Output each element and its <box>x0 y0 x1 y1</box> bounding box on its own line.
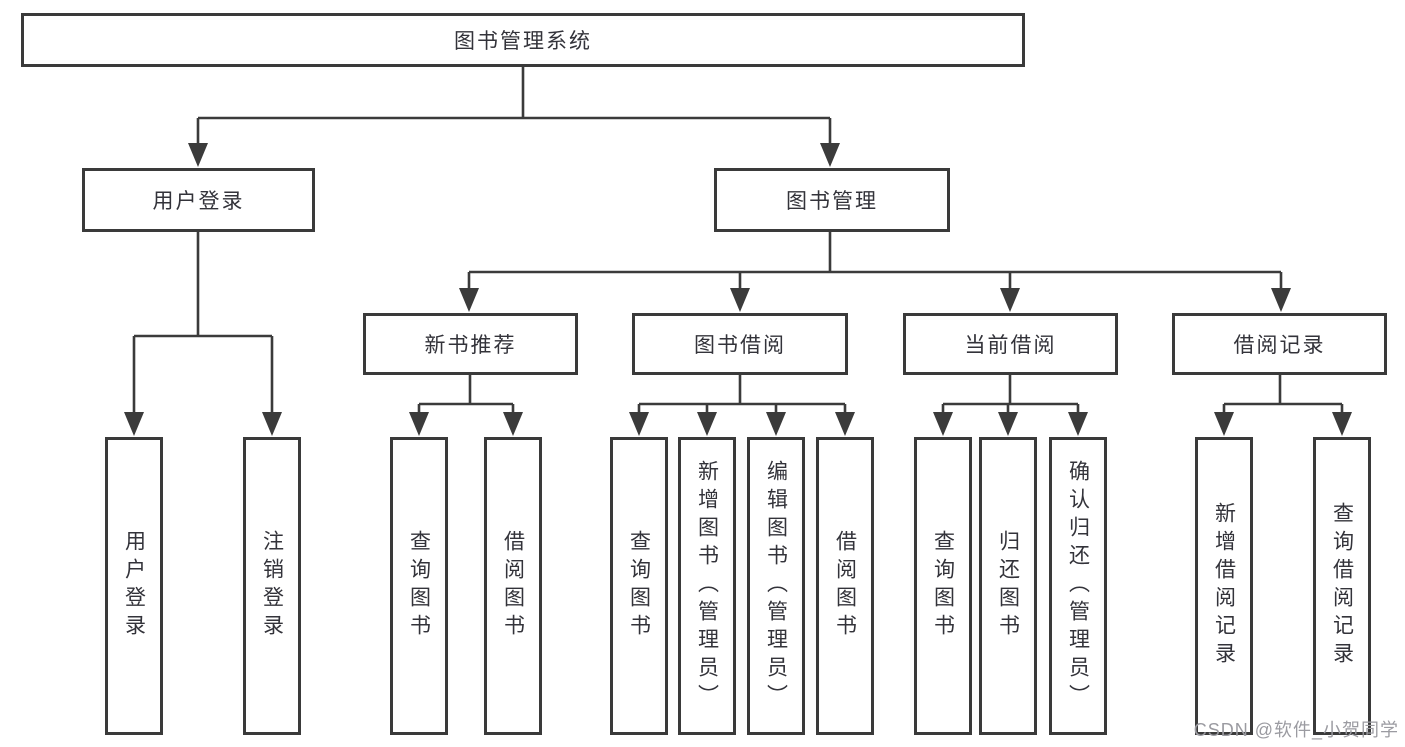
leaf-user-login: 用户登录 <box>105 437 163 735</box>
leaf-add-borrow-record: 新增借阅记录 <box>1195 437 1253 735</box>
leaf-borrow-books: 借阅图书 <box>816 437 874 735</box>
leaf-query-borrow-record: 查询借阅记录 <box>1313 437 1371 735</box>
leaf-edit-books-admin: 编辑图书（管理员） <box>747 437 805 735</box>
leaf-query-books-recommend: 查询图书 <box>390 437 448 735</box>
leaf-query-books-borrow: 查询图书 <box>610 437 668 735</box>
csdn-watermark: CSDN @软件_小贺同学 <box>1193 720 1399 740</box>
node-book-management: 图书管理 <box>714 168 950 232</box>
node-current-borrow: 当前借阅 <box>903 313 1118 375</box>
leaf-logout-login: 注销登录 <box>243 437 301 735</box>
leaf-query-books-current: 查询图书 <box>914 437 972 735</box>
leaf-confirm-return-admin: 确认归还（管理员） <box>1049 437 1107 735</box>
node-book-borrow: 图书借阅 <box>632 313 848 375</box>
node-new-book-recommend: 新书推荐 <box>363 313 578 375</box>
node-user-login: 用户登录 <box>82 168 315 232</box>
node-borrow-records: 借阅记录 <box>1172 313 1387 375</box>
leaf-borrow-books-recommend: 借阅图书 <box>484 437 542 735</box>
node-root: 图书管理系统 <box>21 13 1025 67</box>
leaf-add-books-admin: 新增图书（管理员） <box>678 437 736 735</box>
leaf-return-books: 归还图书 <box>979 437 1037 735</box>
